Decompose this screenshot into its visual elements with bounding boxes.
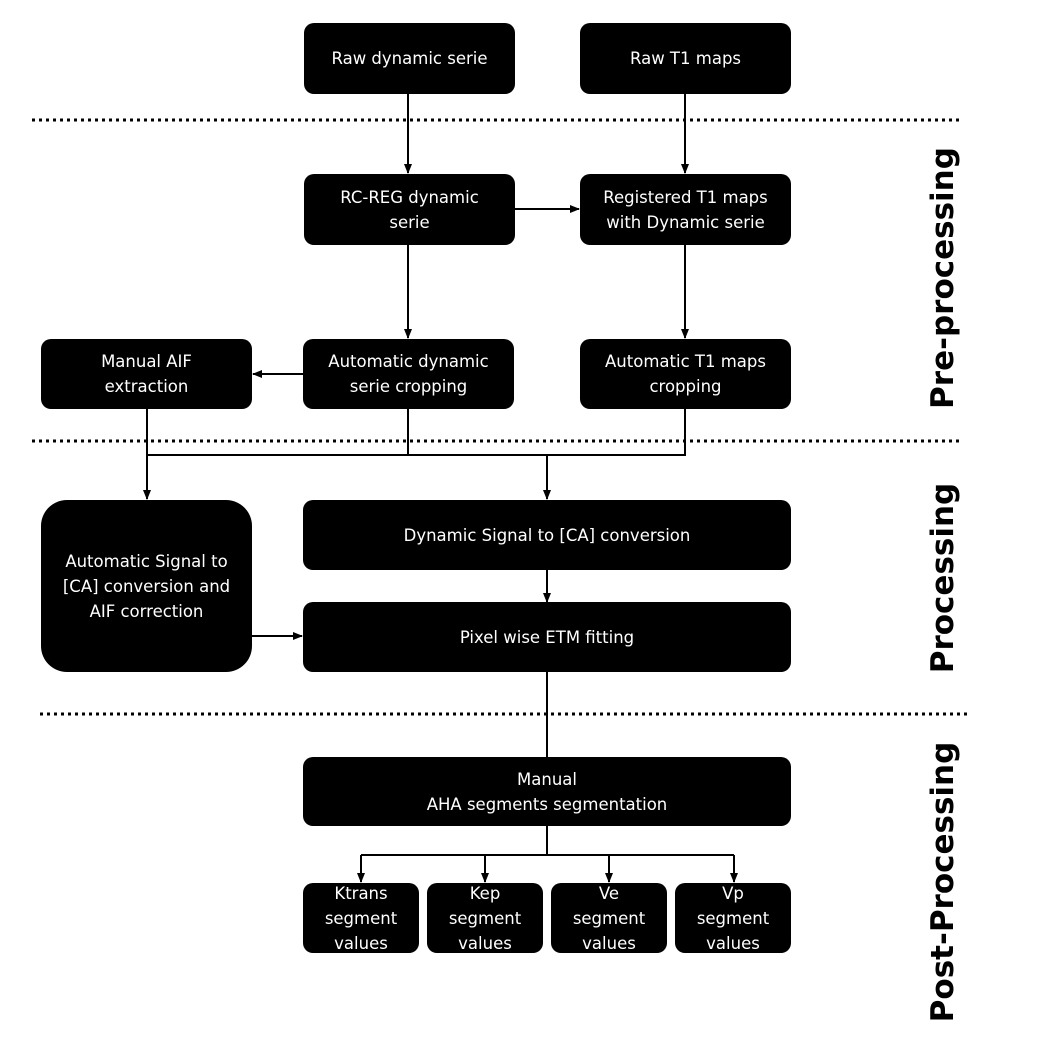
node-pixel-wise-etm-fitting: Pixel wise ETM fitting — [303, 602, 791, 672]
node-ve-segment-values: Ve segment values — [551, 883, 667, 953]
phase-label-post-processing: Post-Processing — [925, 741, 961, 1023]
node-manual-aif-extraction: Manual AIF extraction — [41, 339, 252, 409]
node-automatic-dynamic-cropping: Automatic dynamic serie cropping — [303, 339, 514, 409]
node-raw-t1-maps: Raw T1 maps — [580, 23, 791, 94]
node-manual-aha-segmentation: Manual AHA segments segmentation — [303, 757, 791, 826]
node-vp-segment-values: Vp segment values — [675, 883, 791, 953]
node-registered-t1-maps: Registered T1 maps with Dynamic serie — [580, 174, 791, 245]
node-automatic-t1-cropping: Automatic T1 maps cropping — [580, 339, 791, 409]
phase-label-processing: Processing — [925, 482, 961, 674]
node-raw-dynamic-serie: Raw dynamic serie — [304, 23, 515, 94]
connector-crops-merge — [407, 409, 686, 456]
node-dynamic-signal-ca-conversion: Dynamic Signal to [CA] conversion — [303, 500, 791, 570]
node-kep-segment-values: Kep segment values — [427, 883, 543, 953]
node-automatic-signal-ca-conversion: Automatic Signal to [CA] conversion and … — [41, 500, 252, 672]
phase-label-pre-processing: Pre-processing — [925, 147, 961, 409]
node-ktrans-segment-values: Ktrans segment values — [303, 883, 419, 953]
node-rcreg-dynamic-serie: RC-REG dynamic serie — [304, 174, 515, 245]
